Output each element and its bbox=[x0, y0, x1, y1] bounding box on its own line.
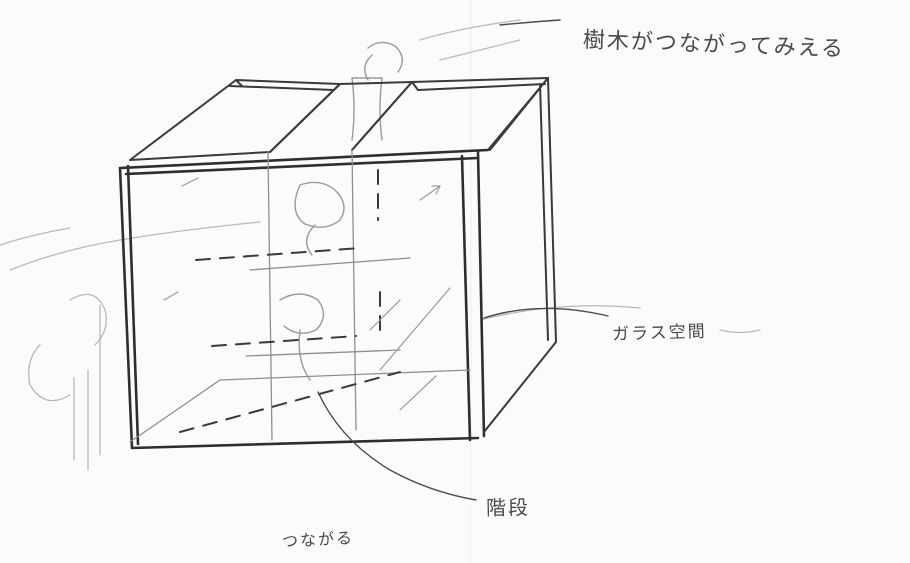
floor-dashes bbox=[179, 169, 401, 433]
cube-side bbox=[483, 77, 557, 433]
page-fold bbox=[470, 0, 472, 563]
cube-top bbox=[129, 77, 549, 161]
annotation-connect: つながる bbox=[281, 528, 355, 551]
tree-sketch bbox=[279, 41, 403, 381]
annotation-stairs: 階段 bbox=[485, 495, 531, 520]
background-trees bbox=[0, 19, 761, 471]
cube-front bbox=[118, 148, 490, 450]
leader-lines bbox=[317, 19, 609, 501]
light-arrows bbox=[163, 177, 451, 411]
annotation-glass-space: ガラス空間 bbox=[611, 321, 708, 345]
interior-frame bbox=[129, 149, 471, 443]
